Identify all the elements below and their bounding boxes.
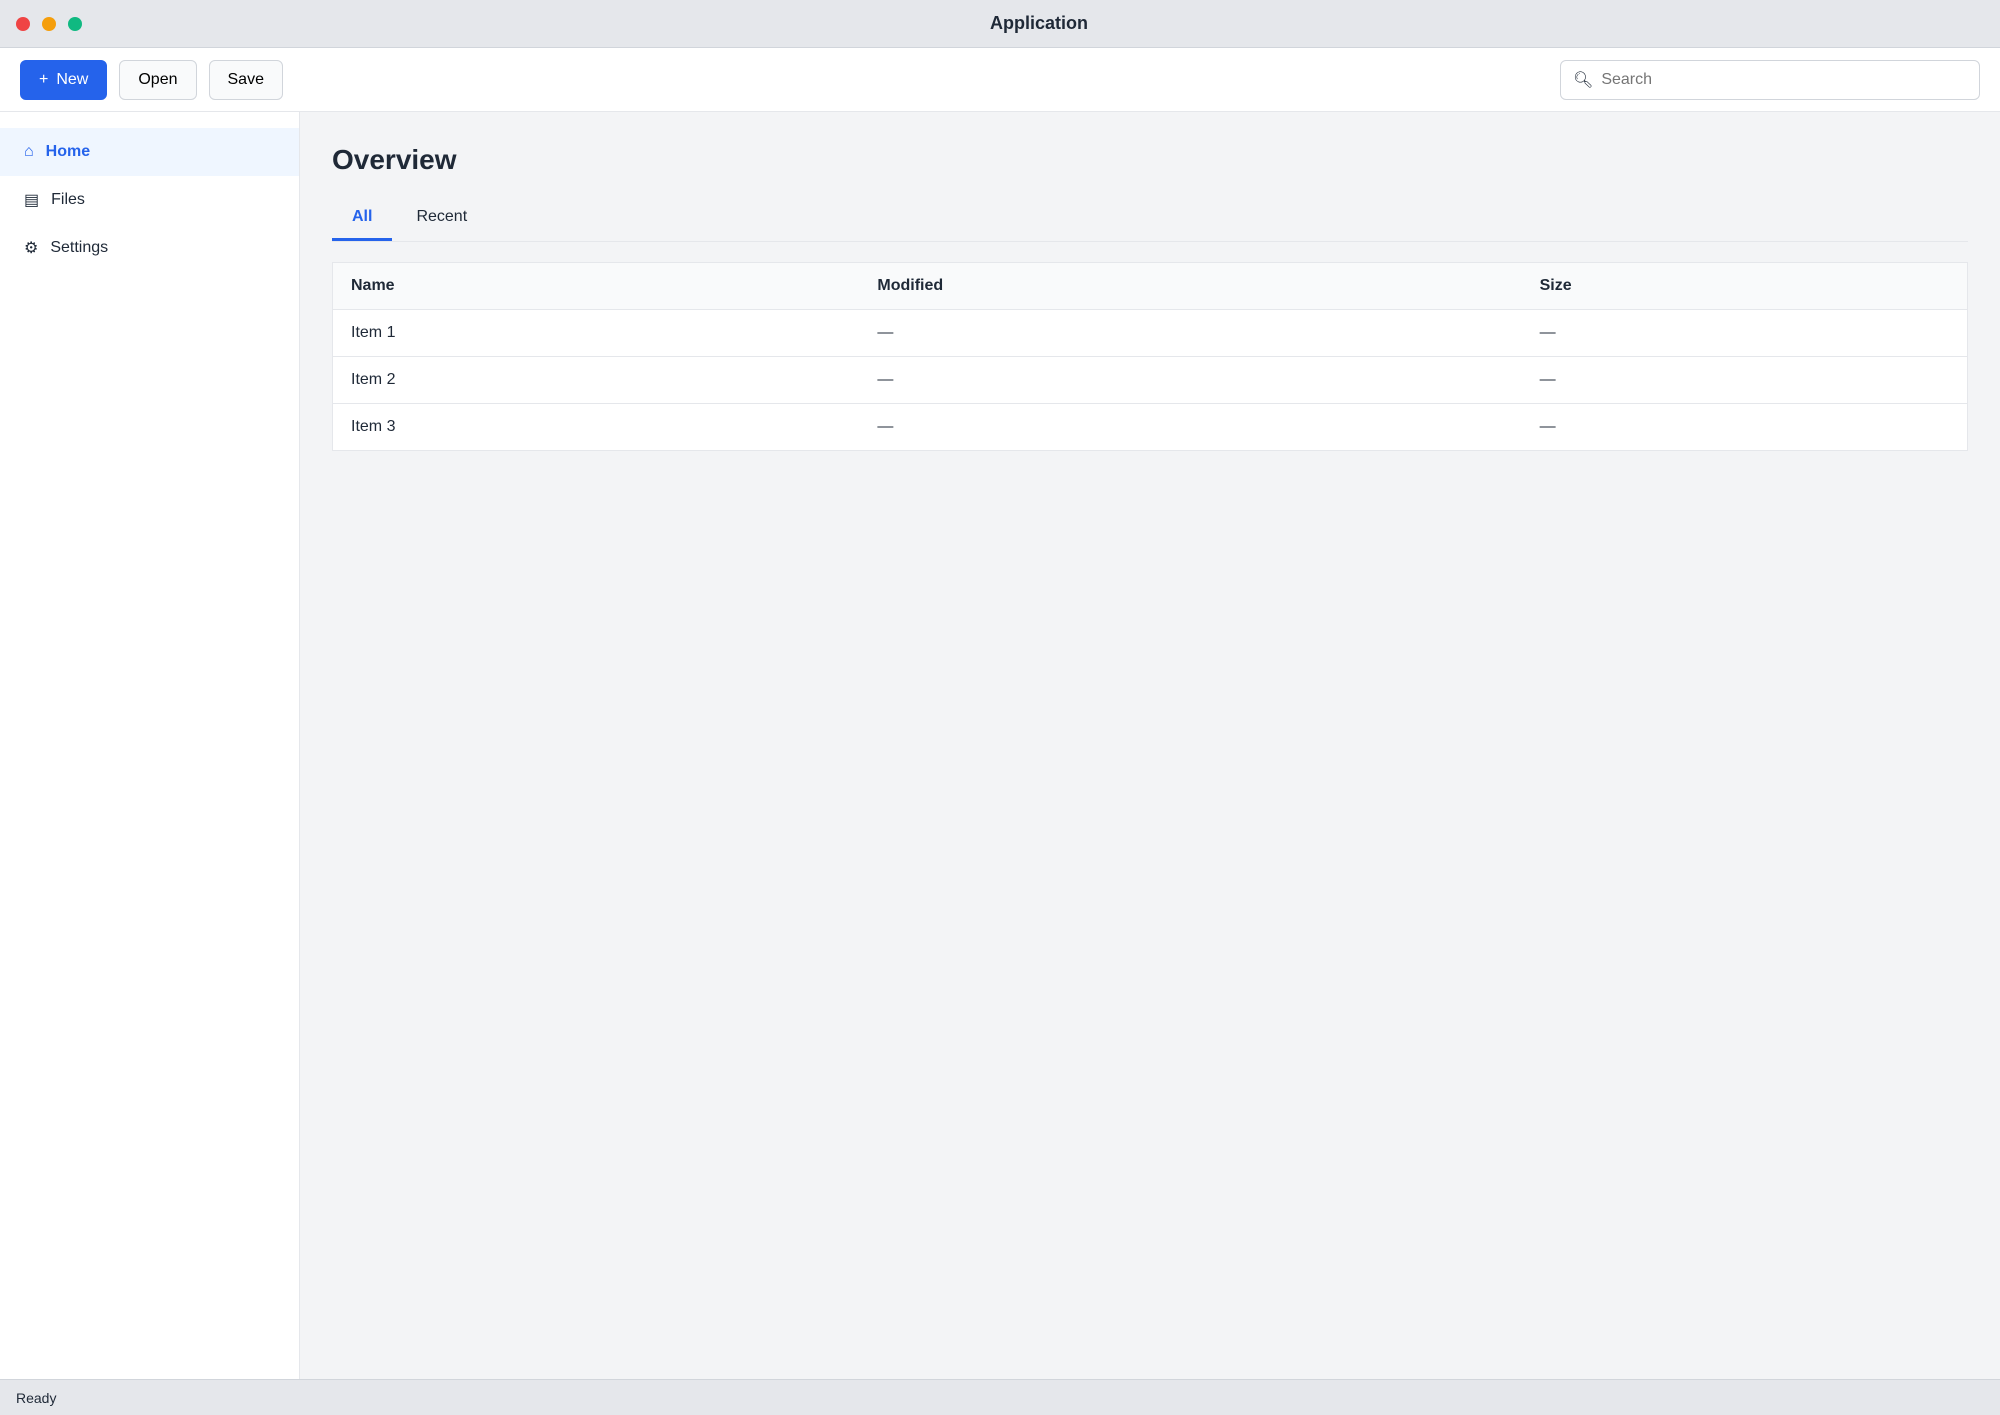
main-panel: Overview All Recent Name Modified Size I… xyxy=(300,112,2000,1379)
table-row[interactable]: Item 1 — — xyxy=(332,309,1968,357)
sidebar-item-files[interactable]: ▤ Files xyxy=(0,176,299,224)
table-cell: — xyxy=(1521,403,1968,451)
tab-bar: All Recent xyxy=(332,196,1968,242)
save-button[interactable]: Save xyxy=(208,59,283,100)
table-cell: — xyxy=(1521,309,1968,357)
table-cell: — xyxy=(859,403,1522,451)
gear-icon: ⚙ xyxy=(24,240,39,257)
table-cell: — xyxy=(859,356,1522,404)
status-bar: Ready xyxy=(0,1379,2000,1415)
page-title: Overview xyxy=(332,144,457,175)
table-cell: Item 3 xyxy=(332,403,860,451)
sidebar-item-home[interactable]: ⌂ Home xyxy=(0,128,299,176)
minimize-window-icon[interactable] xyxy=(42,16,56,31)
column-header[interactable]: Modified xyxy=(859,262,1522,310)
search-box: 🔍︎ xyxy=(1560,59,1980,100)
column-header[interactable]: Size xyxy=(1521,262,1968,310)
close-window-icon[interactable] xyxy=(16,16,30,31)
new-button-label: New xyxy=(56,70,89,88)
search-icon: 🔍︎ xyxy=(1573,71,1594,89)
table-cell: — xyxy=(1521,356,1968,404)
search-input[interactable] xyxy=(1601,70,1967,89)
sidebar-item-settings[interactable]: ⚙ Settings xyxy=(0,224,299,272)
maximize-window-icon[interactable] xyxy=(68,16,82,31)
tab-recent[interactable]: Recent xyxy=(416,208,468,225)
table-header-row: Name Modified Size xyxy=(332,262,1968,310)
home-icon: ⌂ xyxy=(24,143,34,160)
title-bar: Application xyxy=(0,0,2000,48)
tab-all[interactable]: All xyxy=(332,196,393,241)
sidebar: ⌂ Home ▤ Files ⚙ Settings xyxy=(0,112,300,1379)
sidebar-item-label: Home xyxy=(45,143,91,160)
sidebar-item-label: Settings xyxy=(50,239,109,256)
new-button[interactable]: + New xyxy=(20,59,108,100)
open-button[interactable]: Open xyxy=(119,59,197,100)
window-title: Application xyxy=(990,13,1088,33)
column-header[interactable]: Name xyxy=(332,262,860,310)
table-row[interactable]: Item 3 — — xyxy=(332,403,1968,451)
status-text: Ready xyxy=(16,1389,57,1406)
table-cell: Item 1 xyxy=(332,309,860,357)
table-cell: Item 2 xyxy=(332,356,860,404)
table-row[interactable]: Item 2 — — xyxy=(332,356,1968,404)
table-cell: — xyxy=(859,309,1522,357)
folder-icon: ▤ xyxy=(24,192,40,209)
toolbar: + New Open Save 🔍︎ xyxy=(0,48,2000,112)
data-table: Name Modified Size Item 1 — — Item 2 — — xyxy=(332,262,1968,451)
sidebar-item-label: Files xyxy=(51,191,85,208)
content-area: ⌂ Home ▤ Files ⚙ Settings Overview All R… xyxy=(0,112,2000,1379)
plus-icon: + xyxy=(39,70,49,88)
